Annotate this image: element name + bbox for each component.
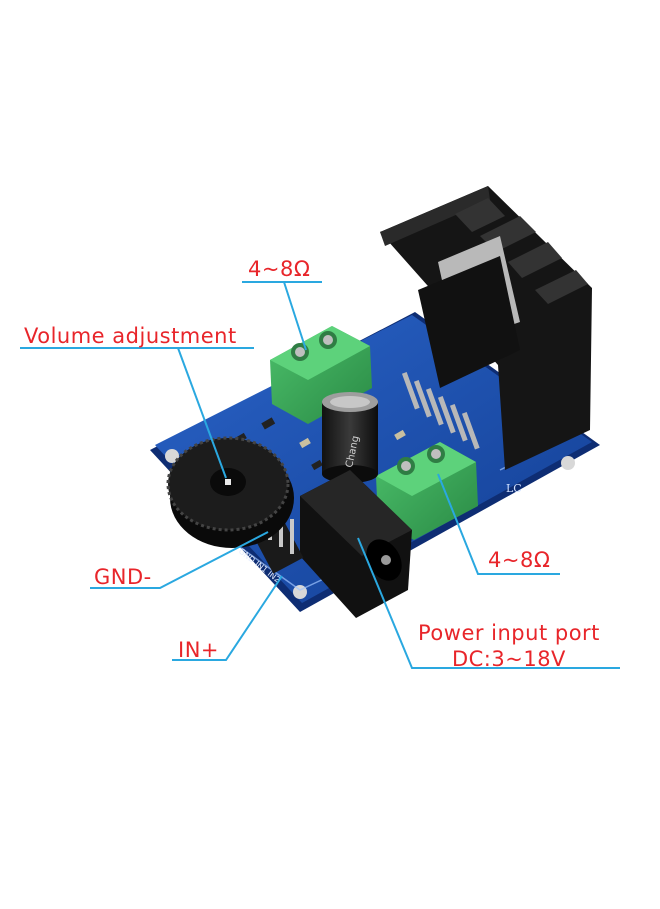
- label-power-line1: Power input port: [418, 621, 600, 645]
- leader-out-right: [437, 473, 560, 575]
- heatsink: [380, 186, 592, 470]
- volume-knob: [166, 436, 294, 548]
- speaker-terminal-right: [376, 442, 478, 540]
- leader-lines: [20, 281, 620, 669]
- dc-power-jack: [300, 470, 412, 618]
- leader-in: [172, 575, 283, 661]
- label-volume-adjustment: Volume adjustment: [24, 324, 237, 348]
- label-power-input: Power input port DC:3~18V: [418, 620, 600, 673]
- label-power-line2: DC:3~18V: [451, 647, 566, 672]
- mount-hole: [561, 456, 575, 470]
- label-input: IN+: [178, 638, 219, 662]
- label-gnd: GND-: [94, 565, 152, 589]
- leader-volume: [177, 347, 227, 479]
- label-output-right: 4~8Ω: [488, 548, 551, 572]
- capacitor: Chang: [322, 392, 378, 483]
- label-output-top: 4~8Ω: [248, 257, 311, 281]
- silk-lc-text: LC: [506, 482, 522, 495]
- leader-power: [357, 537, 620, 669]
- leader-out-top: [283, 281, 307, 351]
- leader-gnd: [90, 531, 269, 589]
